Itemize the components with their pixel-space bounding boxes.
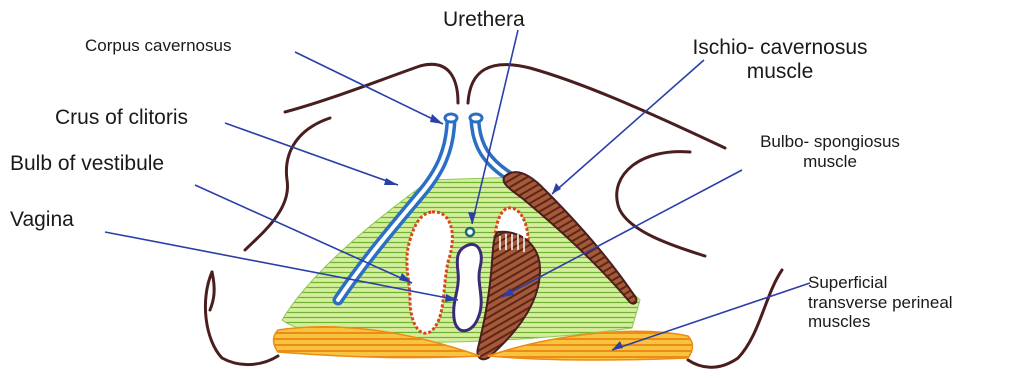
urethra-opening [466,228,474,236]
label-urethera: Urethera [443,8,525,32]
label-bulb-of-vestibule: Bulb of vestibule [10,152,164,176]
vagina [454,244,482,330]
pointer-crus-of-clitoris [225,123,398,185]
pointer-corpus-cavernosus [295,52,443,124]
label-vagina: Vagina [10,208,74,232]
label-bulbo-line1: Bulbo- spongiosus [720,132,940,152]
label-superficial-line2: transverse perineal [808,293,953,313]
label-ischio-cavernosus: Ischio- cavernosus muscle [650,36,910,84]
label-superficial-line1: Superficial [808,273,953,293]
label-crus-of-clitoris: Crus of clitoris [55,106,188,130]
label-ischio-line1: Ischio- cavernosus [650,36,910,60]
label-bulbo-line2: muscle [720,152,940,172]
label-superficial-transverse: Superficial transverse perineal muscles [808,273,953,332]
label-ischio-line2: muscle [650,60,910,84]
label-bulbo-spongiosus: Bulbo- spongiosus muscle [720,132,940,171]
label-superficial-line3: muscles [808,312,953,332]
pointer-superficial-transverse [612,283,810,350]
corpus-cavernosus-tips [445,114,482,122]
label-corpus-cavernosus: Corpus cavernosus [85,36,231,56]
